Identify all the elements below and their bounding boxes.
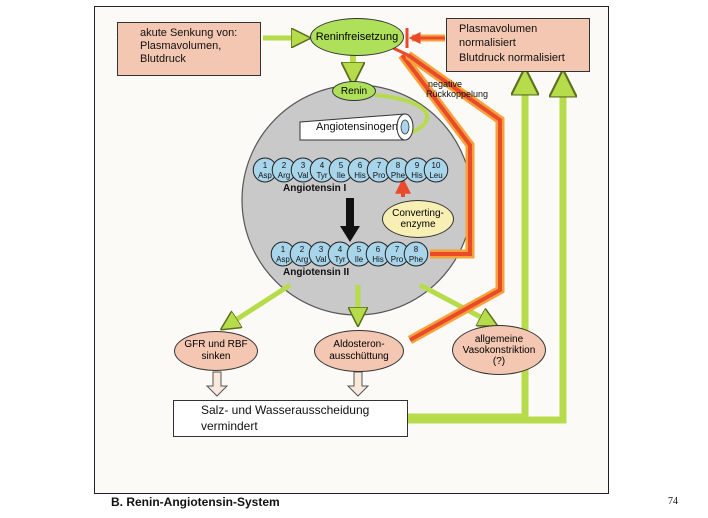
feedback-red-ang2-inner [400,53,472,256]
angiotensin1-residue-name: Tyr [316,171,327,180]
angiotensin2-residue-number: 6 [376,245,381,254]
angiotensin1-residue-name: Phe [391,171,406,180]
page-number: 74 [668,496,678,507]
result-box [173,400,408,437]
angiotensin2-residue-name: Tyr [334,255,345,264]
negative-feedback-line2: Rückkoppelung [426,89,489,99]
angiotensin2-residue-name: His [372,255,384,264]
normalized-box [446,18,590,72]
angiotensin1-residue-number: 6 [358,161,363,170]
angiotensinogen-label: Angiotensinogen [316,121,398,133]
gfr-node: GFR und RBF sinken [174,331,258,371]
angiotensin1-residue-number: 9 [415,161,420,170]
renin-cleave-arrow [374,93,430,134]
vaso-line3: (?) [492,355,506,367]
angiotensin1-residue-name: Arg [278,171,290,180]
angiotensin2-residue-name: Arg [296,255,308,264]
to-vasoconstriction-arrow [418,282,490,322]
gfr-down-arrow [205,371,229,397]
feedback-green-2 [408,82,563,424]
stimulus-line3: Blutdruck [140,53,186,65]
angiotensin2-residue-number: 5 [357,245,362,254]
normalized-line3: Blutdruck normalisiert [459,52,565,64]
to-gfr-arrow [228,282,292,325]
angiotensin1-residue-name: Leu [429,171,442,180]
angiotensinogen-cylinder [299,113,414,141]
angiotensin1-residue-number: 5 [339,161,344,170]
angiotensin1-residue-name: Ile [337,171,346,180]
angiotensin1-label: Angiotensin I [283,183,347,194]
angiotensin2-residue-number: 2 [300,245,305,254]
angiotensin1-cylinder: 1Asp2Arg3Val4Tyr5Ile6His7Pro8Phe9His10Le… [252,157,449,183]
inhibition-bar-2 [392,46,411,58]
angiotensin2-residue-number: 7 [395,245,400,254]
enzyme-line2: enzyme [400,219,436,230]
angiotensin1-segment-10 [423,157,449,183]
angiotensin2-residue-name: Phe [409,255,424,264]
angiotensin1-residue-name: Val [298,171,309,180]
figure-caption: B. Renin-Angiotensin-System [111,495,280,509]
angiotensin1-residue-number: 3 [301,161,306,170]
normalized-line2: normalisiert [459,37,516,49]
angiotensin2-residue-name: Ile [355,255,364,264]
angiotensin2-residue-number: 8 [414,245,419,254]
normalized-line1: Plasmavolumen [459,23,538,35]
stimulus-line1: akute Senkung von: [140,27,238,39]
result-line1: Salz- und Wasserausscheidung [201,403,370,417]
negative-feedback-line1: negative [428,79,463,89]
angiotensin2-segment-8 [403,241,429,267]
gfr-line2: sinken [201,351,231,362]
angiotensin1-residue-number: 2 [282,161,287,170]
angiotensin1-residue-name: His [411,171,423,180]
aldo-line1: Aldosteron- [333,339,385,350]
angiotensin2-residue-number: 3 [319,245,324,254]
angiotensin2-residue-number: 4 [338,245,343,254]
feedback-red-aldo-inner [406,53,502,342]
vaso-line2: Vasokonstriktion [462,344,536,356]
aldosterone-node: Aldosteron- ausschüttung [314,330,404,372]
gfr-line1: GFR und RBF [184,339,248,350]
angiotensin1-residue-number: 10 [432,161,441,170]
renin-label: Renin [340,85,368,97]
renin-release-label: Reninfreisetzung [315,31,399,43]
stimulus-line2: Plasmavolumen, [140,40,222,52]
angiotensin1-residue-number: 8 [396,161,401,170]
result-line2: vermindert [201,419,258,433]
angiotensin2-residue-number: 1 [281,245,286,254]
angiotensin1-residue-name: His [354,171,366,180]
renin-release-node: Reninfreisetzung [310,18,404,56]
angiotensin1-residue-name: Pro [373,171,386,180]
angiotensin2-residue-name: Val [316,255,327,264]
angiotensin1-residue-number: 7 [377,161,382,170]
angiotensin2-label: Angiotensin II [283,267,350,278]
renin-node: Renin [332,81,376,101]
angiotensin1-residue-name: Asp [258,171,272,180]
conversion-arrowhead [340,226,360,242]
enzyme-line1: Converting- [392,208,444,219]
angiotensin2-residue-name: Pro [391,255,404,264]
angiotensin1-residue-number: 1 [263,161,268,170]
vasoconstriction-node: allgemeine Vasokonstriktion (?) [452,325,546,375]
converting-enzyme-node: Converting- enzyme [382,200,454,238]
stimulus-box [117,22,261,76]
angiotensin2-residue-name: Asp [276,255,290,264]
aldo-down-arrow [346,371,370,397]
angiotensin1-residue-number: 4 [320,161,325,170]
aldo-line2: ausschüttung [329,351,389,362]
vaso-line1: allgemeine [474,333,524,345]
